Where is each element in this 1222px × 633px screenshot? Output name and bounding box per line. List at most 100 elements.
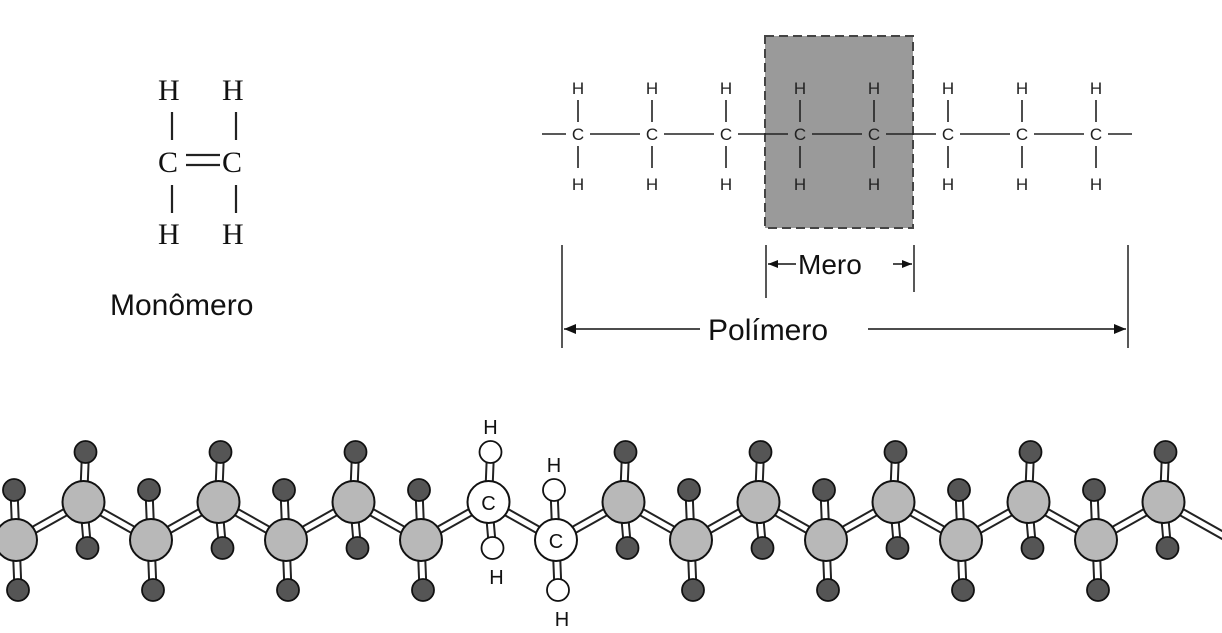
model-hydrogen (6, 578, 30, 602)
chain-carbon: C (646, 125, 658, 144)
model-hydrogen (276, 578, 300, 602)
model-carbon (1141, 480, 1186, 524)
model-carbon (129, 518, 173, 562)
model-hydrogen (345, 536, 370, 560)
model-hydrogen (2, 478, 26, 502)
model-hydrogen (812, 478, 836, 502)
model-hydrogen (816, 578, 840, 602)
monomer-h-bottom-left: H (158, 218, 180, 251)
model-hydrogen-label: H (547, 455, 561, 477)
polimero-arrowhead-left (564, 324, 576, 334)
chain-carbon: C (868, 125, 880, 144)
model-carbon (196, 480, 241, 524)
chain-carbon: C (1090, 125, 1102, 144)
model-carbon-label: C (481, 493, 495, 515)
model-hydrogen (750, 536, 775, 560)
chain-h-bottom: H (720, 175, 732, 194)
chain-h-top: H (868, 79, 880, 98)
model-hydrogen (542, 478, 566, 502)
model-carbon-label: C (549, 531, 563, 553)
model-hydrogen (885, 536, 910, 560)
chain-h-bottom: H (794, 175, 806, 194)
model-hydrogen (210, 536, 235, 560)
model-hydrogen (343, 440, 368, 464)
model-hydrogen (272, 478, 296, 502)
chain-h-top: H (572, 79, 584, 98)
model-carbon (466, 480, 511, 524)
model-carbon (534, 518, 578, 562)
monomer-label: Monômero (110, 289, 253, 322)
model-carbon (1006, 480, 1051, 524)
mero-dimension: Mero (765, 245, 915, 298)
monomer-c-left: C (158, 146, 178, 179)
model-carbon (736, 480, 781, 524)
mer-highlight-box (764, 35, 914, 229)
model-carbon (331, 480, 376, 524)
model-hydrogen (208, 440, 233, 464)
model-hydrogen (1082, 478, 1106, 502)
monomer-h-bottom-right: H (222, 218, 244, 251)
model-hydrogen (748, 440, 773, 464)
polimero-dimension: Polímero (561, 245, 1129, 348)
chain-h-bottom: H (1016, 175, 1028, 194)
model-hydrogen (141, 578, 165, 602)
model-hydrogen (677, 478, 701, 502)
chain-h-bottom: H (868, 175, 880, 194)
model-hydrogen (407, 478, 431, 502)
model-hydrogen (73, 440, 98, 464)
model-atoms: C H H C H H (0, 417, 1186, 631)
chain-h-bottom: H (942, 175, 954, 194)
chain-h-top: H (720, 79, 732, 98)
model-hydrogen (1020, 536, 1045, 560)
mero-label: Mero (798, 249, 862, 280)
model-hydrogen (947, 478, 971, 502)
chain-h-top: H (1016, 79, 1028, 98)
chain-h-top: H (646, 79, 658, 98)
model-carbon (601, 480, 646, 524)
model-carbon (1074, 518, 1118, 562)
model-hydrogen (1086, 578, 1110, 602)
chain-h-top: H (942, 79, 954, 98)
model-hydrogen (546, 578, 570, 602)
monomer-h-top-left: H (158, 74, 180, 107)
monomer-c-right: C (222, 146, 242, 179)
model-hydrogen (613, 440, 638, 464)
chain-h-top: H (1090, 79, 1102, 98)
chain-carbon: C (720, 125, 732, 144)
model-carbon (669, 518, 713, 562)
model-carbon (0, 518, 38, 562)
ball-and-stick-model: C H H C H H (0, 417, 1222, 631)
model-hydrogen-label: H (555, 609, 569, 631)
mero-arrowhead-left (768, 260, 778, 268)
model-carbon (264, 518, 308, 562)
chain-h-bottom: H (572, 175, 584, 194)
chain-carbon: C (1016, 125, 1028, 144)
model-hydrogen (478, 440, 503, 464)
monomer-h-top-right: H (222, 74, 244, 107)
model-hydrogen (951, 578, 975, 602)
chain-h-top: H (794, 79, 806, 98)
model-carbon (804, 518, 848, 562)
model-carbon (61, 480, 106, 524)
chain-h-bottom: H (1090, 175, 1102, 194)
chain-carbon: C (942, 125, 954, 144)
mero-arrowhead-right (902, 260, 912, 268)
polimero-label: Polímero (708, 314, 828, 347)
model-hydrogen-label: H (483, 417, 497, 439)
model-hydrogen (1153, 440, 1178, 464)
model-carbon (399, 518, 443, 562)
polimero-arrowhead-right (1114, 324, 1126, 334)
model-hydrogen (480, 536, 505, 560)
model-hydrogen (75, 536, 100, 560)
model-hydrogen (411, 578, 435, 602)
chain-h-bottom: H (646, 175, 658, 194)
model-hydrogen (615, 536, 640, 560)
model-hydrogen (883, 440, 908, 464)
model-carbon (871, 480, 916, 524)
monomer-structure: H H C C H H (158, 74, 244, 251)
model-hydrogen-label: H (489, 567, 503, 589)
chain-carbon: C (572, 125, 584, 144)
model-hydrogen (1155, 536, 1180, 560)
model-carbon (939, 518, 983, 562)
